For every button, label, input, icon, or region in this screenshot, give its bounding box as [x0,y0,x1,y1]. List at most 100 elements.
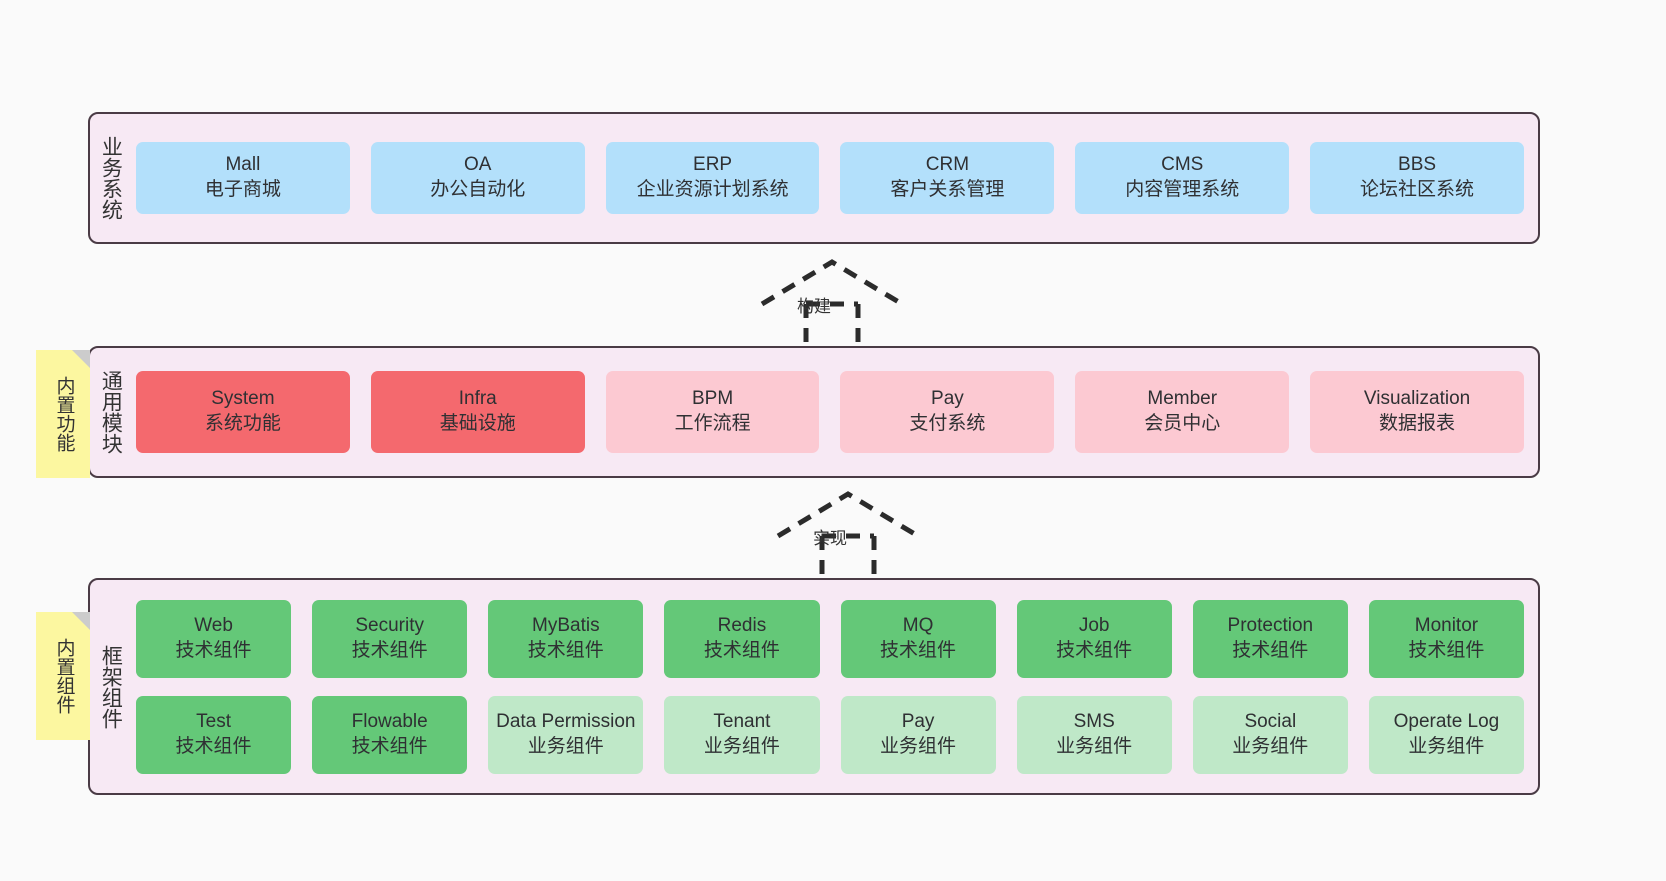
card-operate-log[interactable]: Operate Log 业务组件 [1368,695,1524,774]
sticky-note-builtin-feature: 内置功能 [36,350,90,478]
card-sms-subtitle: 业务组件 [1056,735,1133,757]
card-flowable-title: Flowable [351,710,428,732]
card-mybatis[interactable]: MyBatis 技术组件 [488,599,644,678]
card-oa-title: OA [464,154,492,176]
card-visualization-subtitle: 数据报表 [1379,413,1456,434]
layer-framework-component-caption: 框架组件 [99,644,123,729]
card-social-subtitle: 业务组件 [1232,735,1309,757]
card-pay-component[interactable]: Pay 业务组件 [840,695,996,774]
card-oa-subtitle: 办公自动化 [430,179,526,200]
card-pay-module[interactable]: Pay 支付系统 [840,371,1055,453]
card-bpm-title: BPM [691,388,734,410]
card-monitor-title: Monitor [1414,614,1479,636]
card-web[interactable]: Web 技术组件 [136,599,292,678]
card-cms[interactable]: CMS 内容管理系统 [1075,142,1290,214]
card-data-permission[interactable]: Data Permission 业务组件 [488,695,644,774]
card-pay-component-subtitle: 业务组件 [880,735,957,757]
sticky-note-builtin-component: 内置组件 [36,612,90,740]
card-sms[interactable]: SMS 业务组件 [1016,695,1172,774]
card-member-subtitle: 会员中心 [1144,413,1221,434]
card-test[interactable]: Test 技术组件 [136,695,292,774]
layer-business-system-body: Mall 电子商城 OA 办公自动化 ERP 企业资源计划系统 CRM 客户关系… [130,114,1538,242]
card-system-subtitle: 系统功能 [204,413,281,434]
layer-common-module: 通用模块 System 系统功能 Infra 基础设施 BPM 工作流程 Pay [88,346,1540,478]
card-mq-subtitle: 技术组件 [880,639,957,661]
card-social[interactable]: Social 业务组件 [1192,695,1348,774]
card-operate-log-title: Operate Log [1393,710,1500,732]
dashed-generalization-arrow-up-icon [760,259,904,352]
common-card-row: System 系统功能 Infra 基础设施 BPM 工作流程 Pay 支付系统… [136,371,1524,453]
card-protection-title: Protection [1227,614,1314,636]
card-tenant[interactable]: Tenant 业务组件 [664,695,820,774]
card-data-permission-subtitle: 业务组件 [527,735,604,757]
card-redis-title: Redis [717,614,767,636]
card-system-title: System [211,388,275,410]
layer-framework-component: 框架组件 Web 技术组件 Security 技术组件 MyBatis 技术组件… [88,578,1540,795]
connector-build: 构建 [752,256,912,352]
card-mybatis-subtitle: 技术组件 [527,639,604,661]
card-test-title: Test [196,710,231,732]
card-erp-subtitle: 企业资源计划系统 [636,179,789,200]
card-job[interactable]: Job 技术组件 [1016,599,1172,678]
card-pay-module-title: Pay [931,388,964,410]
card-cms-title: CMS [1161,154,1204,176]
dashed-generalization-arrow-up-icon [776,491,920,584]
card-operate-log-subtitle: 业务组件 [1408,735,1485,757]
card-member-title: Member [1147,388,1218,410]
card-monitor[interactable]: Monitor 技术组件 [1368,599,1524,678]
card-mq[interactable]: MQ 技术组件 [840,599,996,678]
card-security-subtitle: 技术组件 [351,639,428,661]
card-bbs-subtitle: 论坛社区系统 [1360,179,1475,200]
card-mall-subtitle: 电子商城 [204,179,281,200]
card-data-permission-title: Data Permission [496,710,636,732]
sticky-note-builtin-feature-label: 内置功能 [53,376,75,452]
card-flowable[interactable]: Flowable 技术组件 [312,695,468,774]
layer-common-module-caption: 通用模块 [99,370,123,454]
card-sms-title: SMS [1073,710,1115,732]
sticky-note-builtin-component-label: 内置组件 [53,638,75,714]
card-infra-subtitle: 基础设施 [439,413,516,434]
card-erp[interactable]: ERP 企业资源计划系统 [605,142,820,214]
card-mq-title: MQ [902,614,934,636]
card-redis-subtitle: 技术组件 [703,639,780,661]
layer-common-module-body: System 系统功能 Infra 基础设施 BPM 工作流程 Pay 支付系统… [130,348,1538,476]
card-redis[interactable]: Redis 技术组件 [664,599,820,678]
card-job-title: Job [1078,614,1110,636]
card-tenant-title: Tenant [713,710,771,732]
card-job-subtitle: 技术组件 [1056,639,1133,661]
card-monitor-subtitle: 技术组件 [1408,639,1485,661]
card-crm[interactable]: CRM 客户关系管理 [840,142,1055,214]
card-bpm[interactable]: BPM 工作流程 [605,371,820,453]
card-oa[interactable]: OA 办公自动化 [370,142,585,214]
card-security-title: Security [355,614,424,636]
card-mall-title: Mall [225,154,261,176]
layer-business-system-caption: 业务系统 [99,136,123,220]
card-pay-component-title: Pay [901,710,935,732]
card-system[interactable]: System 系统功能 [136,371,350,453]
card-mall[interactable]: Mall 电子商城 [136,142,350,214]
card-member[interactable]: Member 会员中心 [1075,371,1290,453]
card-web-subtitle: 技术组件 [175,639,252,661]
card-crm-title: CRM [925,154,970,176]
card-infra[interactable]: Infra 基础设施 [370,371,585,453]
card-protection[interactable]: Protection 技术组件 [1192,599,1348,678]
card-protection-subtitle: 技术组件 [1232,639,1309,661]
business-card-row: Mall 电子商城 OA 办公自动化 ERP 企业资源计划系统 CRM 客户关系… [136,142,1524,214]
layer-framework-component-body: Web 技术组件 Security 技术组件 MyBatis 技术组件 Redi… [130,580,1538,793]
card-pay-module-subtitle: 支付系统 [909,413,986,434]
card-flowable-subtitle: 技术组件 [351,735,428,757]
layer-business-system: 业务系统 Mall 电子商城 OA 办公自动化 ERP 企业资源计划系统 CRM [88,112,1540,244]
card-social-title: Social [1244,710,1297,732]
card-visualization[interactable]: Visualization 数据报表 [1310,371,1524,453]
connector-realize-label: 实现 [813,529,847,548]
framework-card-row-2: Test 技术组件 Flowable 技术组件 Data Permission … [136,695,1524,774]
card-crm-subtitle: 客户关系管理 [890,179,1005,200]
card-tenant-subtitle: 业务组件 [703,735,780,757]
card-bpm-subtitle: 工作流程 [674,413,751,434]
card-bbs[interactable]: BBS 论坛社区系统 [1310,142,1524,214]
card-mybatis-title: MyBatis [532,614,600,636]
card-security[interactable]: Security 技术组件 [312,599,468,678]
card-infra-title: Infra [458,388,497,410]
card-visualization-title: Visualization [1363,388,1471,410]
